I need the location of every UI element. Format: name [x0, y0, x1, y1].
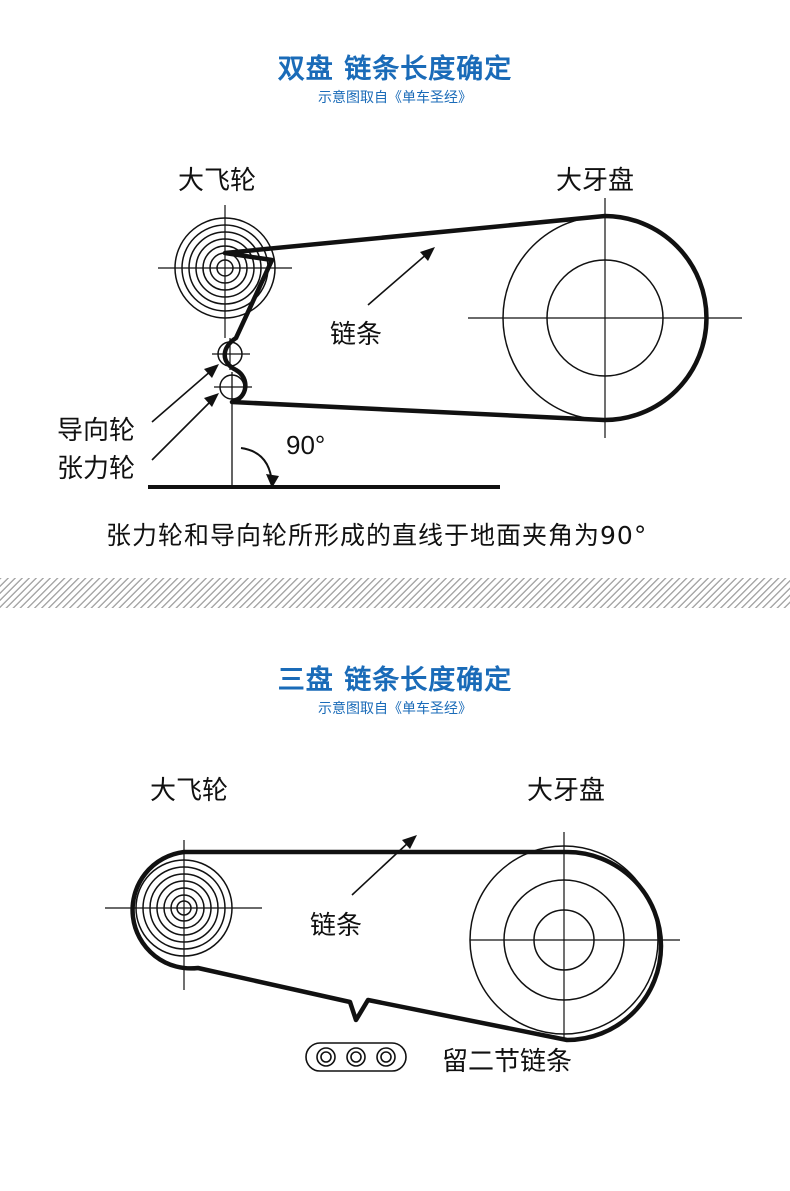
double-chainring-diagram	[148, 198, 742, 489]
chain-arrow-2	[351, 835, 417, 896]
section2-subtitle: 示意图取自《单车圣经》	[318, 701, 472, 717]
section1-caption: 张力轮和导向轮所形成的直线于地面夹角为90°	[106, 521, 648, 550]
chain-arrow	[367, 247, 435, 306]
angle-arrowhead	[266, 474, 279, 488]
chainring-label: 大牙盘	[556, 166, 635, 196]
chain-label-2: 链条	[310, 911, 363, 941]
chain-label: 链条	[330, 320, 383, 350]
chainring-label-2: 大牙盘	[527, 776, 606, 806]
section2-title: 三盘 链条长度确定	[277, 665, 513, 696]
freewheel-label: 大飞轮	[178, 166, 257, 196]
chainring-crosshair-2	[470, 832, 680, 1040]
chain-path-2	[130, 849, 664, 1043]
chainring-crosshair	[468, 198, 742, 438]
tension-pulley-arrow	[151, 393, 219, 461]
tension-pulley-label: 张力轮	[57, 454, 136, 484]
angle-label: 90°	[286, 430, 326, 460]
freewheel-label-2: 大飞轮	[150, 776, 229, 806]
spare-chain-links	[305, 1042, 407, 1072]
section1-title: 双盘 链条长度确定	[277, 54, 513, 85]
chain-path	[222, 213, 709, 423]
section1-subtitle: 示意图取自《单车圣经》	[318, 90, 472, 106]
guide-pulley-arrow	[151, 364, 219, 423]
section-divider	[0, 578, 790, 608]
spare-links-label: 留二节链条	[442, 1047, 573, 1077]
guide-pulley-label: 导向轮	[57, 416, 136, 446]
